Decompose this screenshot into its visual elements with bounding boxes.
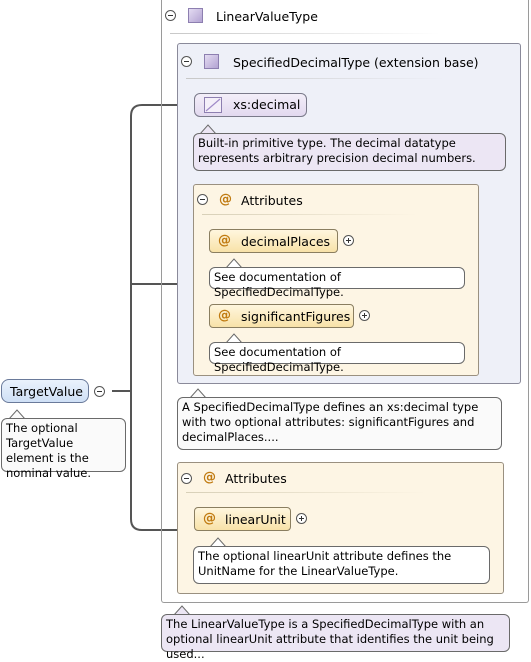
attribute-icon: @ [203, 511, 216, 526]
doc-pointer [189, 388, 207, 398]
collapse-toggle-icon[interactable] [165, 10, 176, 21]
header-divider [186, 492, 426, 493]
collapse-toggle-icon[interactable] [181, 56, 192, 67]
expand-icon[interactable] [359, 310, 370, 321]
collapse-toggle-icon[interactable] [197, 194, 208, 205]
attribute-node-significantfigures[interactable] [209, 304, 354, 328]
header-divider [202, 214, 417, 215]
extension-base-label: SpecifiedDecimalType (extension base) [233, 55, 479, 70]
attribute-icon: @ [203, 470, 216, 485]
extension-doc: A SpecifiedDecimalType defines an xs:dec… [177, 397, 502, 450]
doc-pointer [8, 409, 26, 419]
collapse-toggle-icon[interactable] [181, 473, 192, 484]
complex-type-icon [204, 54, 219, 69]
attribute-name: decimalPlaces [241, 234, 331, 249]
attributes-title: Attributes [225, 471, 287, 486]
element-node-targetvalue[interactable] [1, 379, 89, 403]
attribute-icon: @ [218, 308, 231, 323]
element-doc: The optional TargetValue element is the … [1, 418, 126, 480]
doc-pointer [225, 258, 243, 268]
base-type-label: xs:decimal [233, 97, 301, 112]
attribute-doc: The optional linearUnit attribute define… [193, 546, 490, 584]
doc-pointer [173, 605, 191, 615]
simple-type-icon [204, 97, 222, 113]
attributes-title: Attributes [241, 193, 303, 208]
attribute-icon: @ [219, 192, 232, 207]
doc-pointer [199, 124, 217, 134]
base-type-doc: Built-in primitive type. The decimal dat… [193, 133, 506, 171]
attribute-name: significantFigures [241, 309, 351, 324]
complex-type-panel [161, 0, 529, 603]
expand-icon[interactable] [343, 235, 354, 246]
collapse-toggle-icon[interactable] [94, 386, 105, 397]
header-divider [170, 33, 440, 34]
doc-pointer [225, 333, 243, 343]
doc-pointer [209, 537, 227, 547]
attribute-node-decimalplaces[interactable] [209, 229, 338, 253]
attribute-node-linearunit[interactable] [194, 507, 291, 531]
attribute-icon: @ [218, 233, 231, 248]
attribute-doc: See documentation of SpecifiedDecimalTyp… [209, 267, 465, 299]
expand-icon[interactable] [296, 513, 307, 524]
attribute-doc: See documentation of SpecifiedDecimalTyp… [209, 342, 465, 374]
complex-type-icon [188, 8, 203, 23]
header-divider [186, 78, 446, 79]
element-name: TargetValue [10, 384, 83, 399]
attribute-name: linearUnit [225, 512, 286, 527]
complex-type-name: LinearValueType [216, 9, 318, 24]
complex-type-doc: The LinearValueType is a SpecifiedDecima… [161, 614, 510, 661]
